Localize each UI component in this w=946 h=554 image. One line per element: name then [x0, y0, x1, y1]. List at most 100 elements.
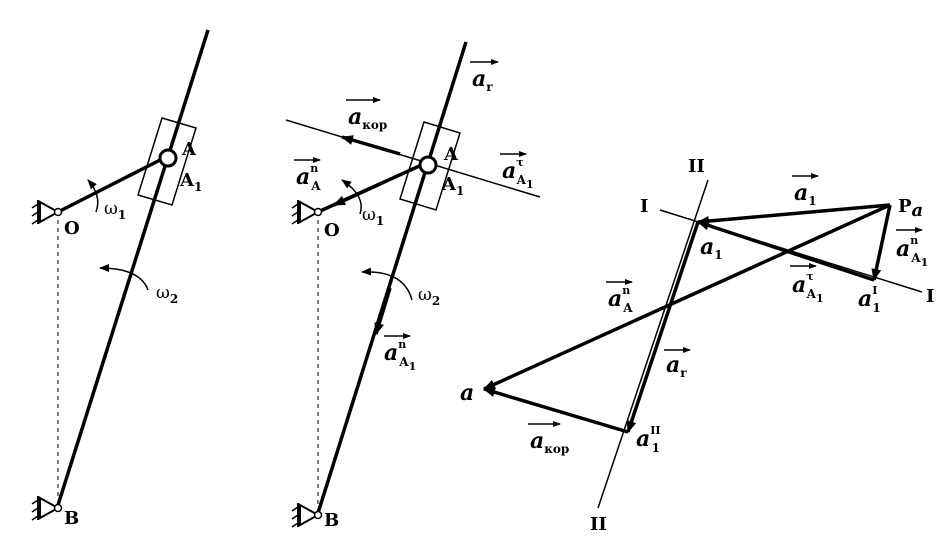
- label-A1: A: [441, 174, 457, 195]
- label-B: B: [64, 508, 79, 529]
- label-pole: P: [898, 196, 912, 217]
- label-omega2-index: 2: [432, 294, 440, 308]
- svg-text:ar: ar: [472, 66, 493, 94]
- fixed-support-B-icon: [291, 503, 323, 528]
- label-line-I-right: I: [926, 286, 934, 307]
- label-O: O: [64, 218, 80, 239]
- label-vec-a1: a1: [792, 173, 819, 208]
- slider-block: [399, 121, 461, 211]
- arrow-a-A-n: [483, 203, 891, 391]
- omega1-arc-icon: [341, 179, 362, 215]
- label-A1-index: 1: [194, 180, 202, 194]
- arrow-a-A1-normal: [374, 287, 392, 335]
- svg-text:II: II: [688, 156, 705, 177]
- label-point-a1-prime: a: [858, 286, 872, 312]
- svg-text:ω2: ω2: [156, 283, 178, 306]
- label-omega1: ω: [362, 205, 376, 225]
- label-A1-index: 1: [456, 184, 464, 198]
- label-omega1-index: 1: [376, 214, 384, 228]
- arrow-a1: [697, 203, 891, 227]
- label-O: O: [324, 220, 340, 241]
- label-vec-a-kor: aкор: [528, 421, 569, 456]
- label-line-II-top: II: [688, 156, 705, 177]
- label-line-I-left: I: [640, 196, 648, 217]
- label-point-a: a: [460, 380, 474, 406]
- label-A: A: [443, 144, 459, 165]
- svg-text:ω1: ω1: [104, 199, 126, 222]
- label-vec-a-kor: aкор: [346, 97, 387, 132]
- svg-text:A1: A1: [441, 174, 464, 198]
- svg-text:I: I: [926, 286, 934, 307]
- label-point-a1-prime-sub: 1: [872, 301, 880, 315]
- label-point-a1-dprime-sup: II: [650, 424, 660, 437]
- arrow-a-kor: [483, 387, 629, 434]
- line-II-II: [597, 179, 709, 509]
- arrow-a-A1-n: [871, 204, 892, 281]
- svg-text:A1: A1: [179, 170, 202, 194]
- label-A: A: [181, 139, 197, 160]
- svg-text:II: II: [590, 514, 607, 535]
- svg-text:a1: a1: [794, 180, 817, 208]
- svg-text:anA: anA: [296, 162, 321, 193]
- slider-block: [137, 117, 197, 206]
- svg-text:ω2: ω2: [418, 285, 440, 308]
- rocker-link: [56, 29, 210, 506]
- label-omega2-index: 2: [170, 292, 178, 306]
- arrow-a-coriolis: [341, 135, 401, 156]
- joint-A: [158, 148, 178, 168]
- label-omega1-index: 1: [118, 208, 126, 222]
- label-omega2: ω: [418, 285, 432, 305]
- svg-text:O: O: [324, 220, 340, 241]
- label-vec-a-r: ar: [664, 347, 691, 380]
- svg-text:B: B: [64, 508, 79, 529]
- svg-text:ar: ar: [666, 352, 687, 380]
- svg-text:a: a: [460, 380, 474, 406]
- label-omega1: ω: [104, 199, 118, 219]
- omega2-arc-icon: [99, 264, 149, 291]
- fixed-support-O-icon: [31, 200, 63, 225]
- label-point-a1-dprime-sub: 1: [652, 441, 660, 455]
- svg-text:aкор: aкор: [530, 428, 569, 456]
- svg-text:A: A: [181, 139, 197, 160]
- label-vec-a-r: ar: [470, 59, 499, 94]
- svg-text:I: I: [640, 196, 648, 217]
- svg-text:O: O: [64, 218, 80, 239]
- label-pole-sub: a: [912, 200, 924, 221]
- fixed-support-O-icon: [291, 200, 323, 225]
- fixed-support-B-icon: [31, 496, 63, 521]
- svg-text:A: A: [443, 144, 459, 165]
- joint-A: [418, 155, 438, 175]
- figure-1-mechanism: A A1 O B ω1 ω2: [31, 29, 210, 529]
- rocker-link: [316, 41, 468, 514]
- label-point-a1-dprime: a: [636, 426, 650, 452]
- omega1-arc-icon: [87, 179, 99, 213]
- label-point-a1-sub: 1: [714, 248, 722, 262]
- label-point-a1-prime-sup: I: [872, 284, 877, 297]
- svg-text:a1: a1: [700, 234, 723, 262]
- label-B: B: [324, 510, 339, 531]
- label-point-a1: a: [700, 234, 714, 260]
- svg-text:Pa: Pa: [898, 196, 923, 221]
- omega2-arc-icon: [361, 267, 413, 301]
- arrow-a-r: [626, 221, 700, 433]
- label-line-II-bottom: II: [590, 514, 607, 535]
- svg-text:ω1: ω1: [362, 205, 384, 228]
- label-A1: A: [179, 170, 195, 191]
- svg-text:aI1: aI 1: [858, 284, 881, 315]
- svg-text:anA: anA: [608, 284, 633, 315]
